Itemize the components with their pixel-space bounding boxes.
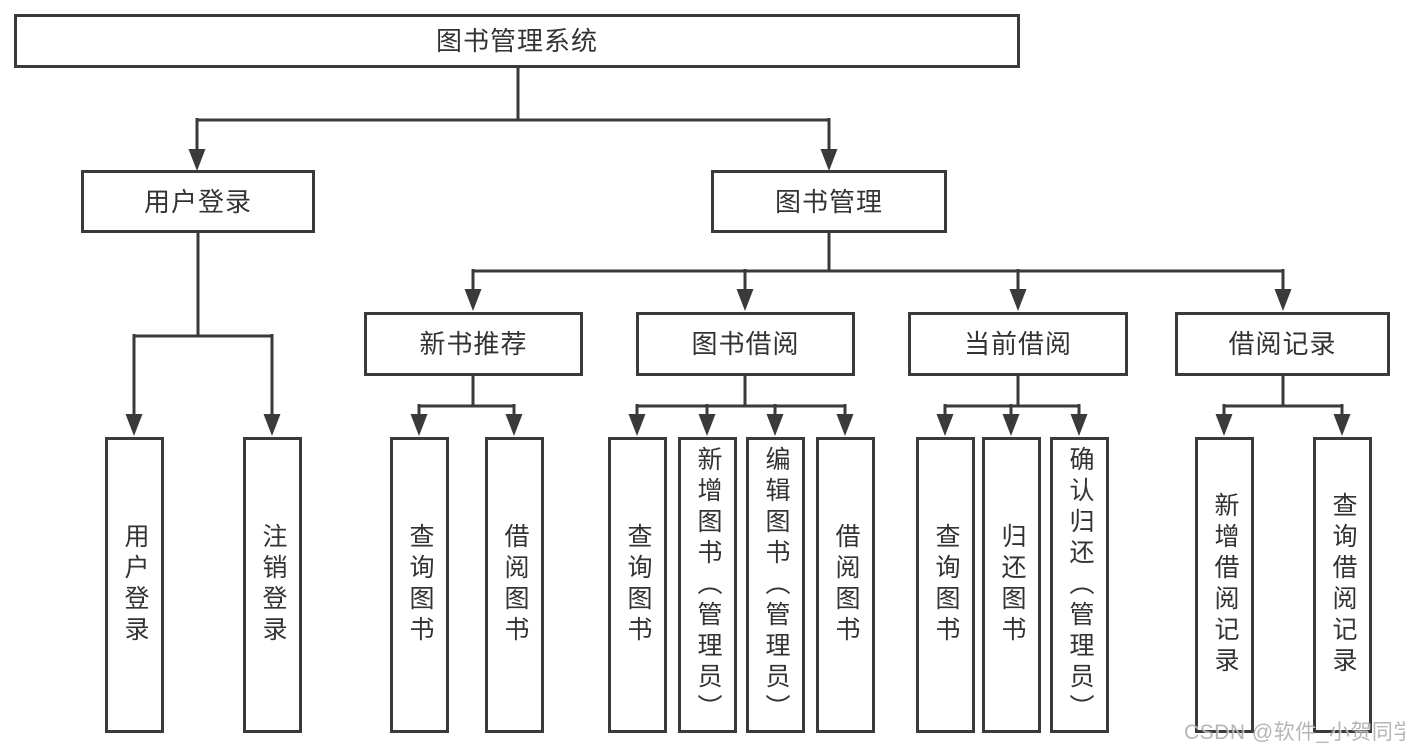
leaf-user-login: 用户登录	[105, 437, 164, 733]
leaf-current-query-books: 查询图书	[916, 437, 975, 733]
node-borrow-records: 借阅记录	[1175, 312, 1390, 376]
node-root: 图书管理系统	[14, 14, 1020, 68]
node-book-management: 图书管理	[711, 170, 947, 233]
connector-new-book-children	[410, 376, 523, 436]
connector-book-borrow-children	[628, 376, 854, 436]
leaf-current-confirm-return-admin: 确认归还（管理员）	[1050, 437, 1109, 733]
leaf-borrow-query-books: 查询图书	[608, 437, 667, 733]
leaf-borrow-edit-books-admin: 编辑图书（管理员）	[746, 437, 805, 733]
node-book-borrow: 图书借阅	[636, 312, 855, 376]
leaf-borrow-borrow-books: 借阅图书	[816, 437, 875, 733]
leaf-logout: 注销登录	[243, 437, 302, 733]
connector-borrow-records-children	[1215, 376, 1351, 436]
connector-root-to-level2	[188, 68, 838, 171]
node-current-borrow: 当前借阅	[908, 312, 1128, 376]
leaf-borrow-add-books-admin: 新增图书（管理员）	[678, 437, 737, 733]
leaf-current-return-books: 归还图书	[982, 437, 1041, 733]
leaf-records-query-record: 查询借阅记录	[1313, 437, 1372, 733]
connector-book-mgmt-children	[464, 233, 1292, 311]
connector-current-borrow-children	[936, 376, 1088, 436]
node-new-book-recommend: 新书推荐	[364, 312, 583, 376]
leaf-records-add-record: 新增借阅记录	[1195, 437, 1254, 733]
leaf-recommend-query-books: 查询图书	[390, 437, 449, 733]
connector-user-login-children	[125, 233, 281, 436]
node-user-login: 用户登录	[81, 170, 315, 233]
csdn-watermark: CSDN @软件_小贺同学	[1184, 721, 1405, 744]
leaf-recommend-borrow-books: 借阅图书	[485, 437, 544, 733]
